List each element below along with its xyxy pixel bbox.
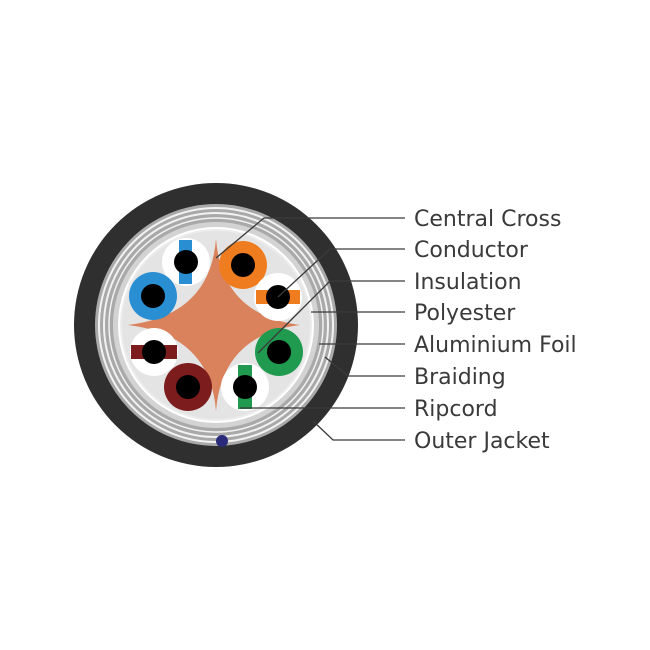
pair-green [221, 328, 303, 411]
braiding-ring-3 [108, 217, 324, 433]
leader-braiding [324, 356, 405, 377]
conductor-green [267, 340, 291, 364]
leader-insulation [257, 280, 405, 354]
central-cross [128, 239, 300, 411]
pair-orange [219, 241, 302, 321]
label-outer-jacket: Outer Jacket [414, 429, 550, 454]
label-conductor: Conductor [414, 238, 529, 263]
conductor-brown [176, 375, 200, 399]
label-central-cross: Central Cross [414, 207, 561, 232]
ripcord [216, 435, 228, 447]
label-insulation: Insulation [414, 270, 522, 295]
braiding-ring-2 [103, 212, 329, 438]
label-aluminium-foil: Aluminium Foil [414, 333, 577, 358]
label-ripcord: Ripcord [414, 397, 498, 422]
leader-conductor [277, 248, 405, 298]
leader-central-cross [215, 217, 405, 259]
conductor-white-brown [142, 340, 166, 364]
conductor-white-blue [174, 250, 198, 274]
conductor-orange [231, 253, 255, 277]
pair-blue [129, 238, 210, 320]
cable-cross-section [74, 183, 358, 467]
braiding-ring-1 [98, 207, 334, 443]
conductor-blue [141, 284, 165, 308]
labels: Central Cross Conductor Insulation Polye… [414, 207, 577, 454]
leader-outer-jacket [312, 420, 405, 441]
pair-brown [130, 328, 212, 411]
leader-lines [215, 217, 405, 441]
label-polyester: Polyester [414, 301, 516, 326]
conductor-white-green [233, 375, 257, 399]
label-braiding: Braiding [414, 365, 506, 390]
